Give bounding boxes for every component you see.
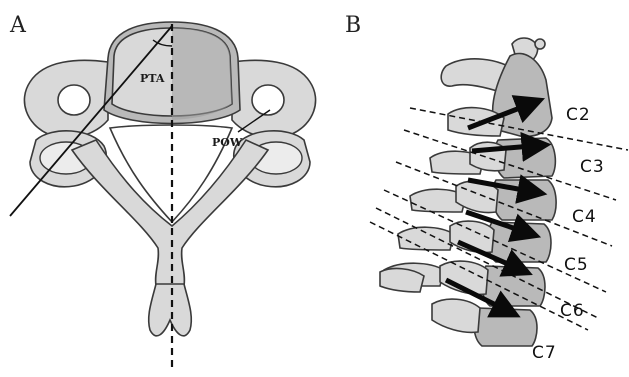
panel-b-letter: B — [345, 13, 361, 38]
left-transverse-foramen — [58, 85, 90, 115]
spinous-process — [149, 284, 192, 336]
c1-tip — [535, 39, 545, 49]
level-label-c6: C6 — [560, 301, 585, 321]
level-label-c7: C7 — [532, 343, 557, 363]
vertebra-c4 — [410, 180, 556, 220]
level-label-c4: C4 — [572, 207, 597, 227]
pow-label: POW — [212, 136, 243, 149]
right-transverse-foramen — [252, 85, 284, 115]
c7-spinous — [380, 269, 424, 292]
vertebral-body-shading — [172, 28, 232, 120]
c5-spinous — [398, 227, 454, 250]
c2-lamina — [448, 108, 504, 136]
level-label-c2: C2 — [566, 105, 591, 125]
panel-a-letter: A — [9, 13, 27, 38]
vertebra-c2 — [441, 53, 552, 136]
c7-body — [474, 308, 537, 346]
vertebra-c5 — [398, 221, 551, 262]
level-label-c3: C3 — [580, 157, 605, 177]
panel-a: A PTA POW — [9, 13, 316, 372]
pta-label: PTA — [140, 72, 165, 85]
panel-b: B — [345, 13, 628, 363]
level-label-c5: C5 — [564, 255, 589, 275]
c7-pedicle — [432, 299, 480, 332]
